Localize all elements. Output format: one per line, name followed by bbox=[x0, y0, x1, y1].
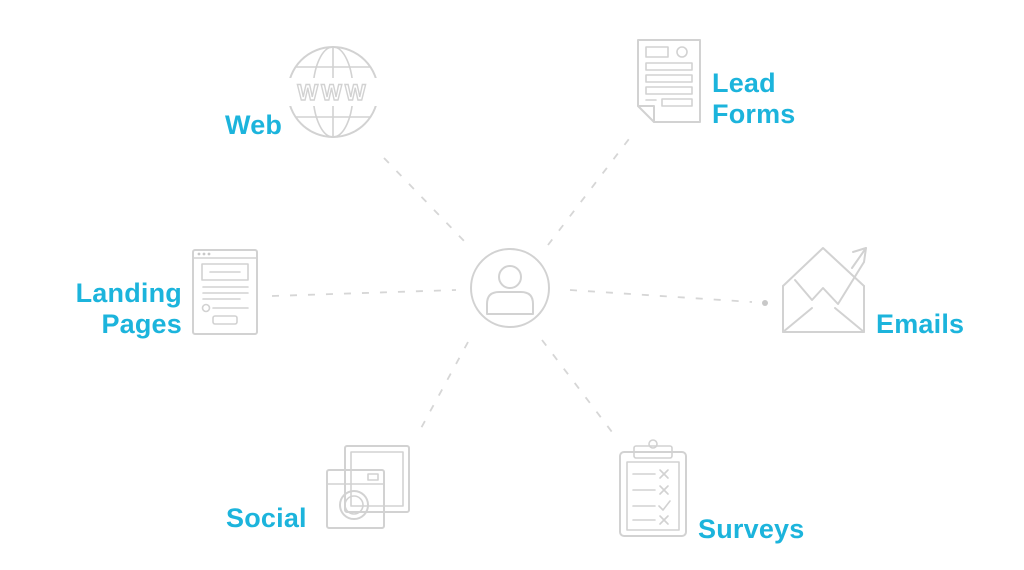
connector-landing-pages bbox=[271, 289, 457, 297]
lead-forms-label-line2: Forms bbox=[712, 99, 796, 129]
emails-label: Emails bbox=[876, 309, 965, 339]
connector-emails bbox=[569, 289, 768, 306]
www-globe-icon: WWW bbox=[283, 46, 383, 138]
email-envelope-chart-icon bbox=[782, 247, 867, 333]
lead-form-document-icon bbox=[637, 39, 701, 123]
connector-lead-forms bbox=[547, 134, 633, 246]
landing-pages-label-line1: Landing bbox=[75, 278, 182, 308]
social-label: Social bbox=[226, 503, 307, 533]
connector-surveys bbox=[541, 339, 613, 433]
svg-text:WWW: WWW bbox=[297, 80, 368, 105]
connector-web bbox=[383, 157, 467, 244]
lead-forms-label-line1: Lead bbox=[712, 68, 776, 98]
landing-page-window-icon bbox=[192, 249, 258, 335]
landing-pages-label-line2: Pages bbox=[101, 309, 182, 339]
survey-clipboard-icon bbox=[619, 439, 687, 537]
user-avatar-icon bbox=[470, 248, 550, 328]
landing-pages-label: Landing Pages bbox=[58, 278, 182, 340]
lead-forms-label: Lead Forms bbox=[712, 68, 796, 130]
photo-camera-icon bbox=[326, 445, 410, 529]
surveys-label: Surveys bbox=[698, 514, 805, 544]
connector-endpoint-dot bbox=[762, 300, 768, 306]
connector-social bbox=[419, 341, 469, 431]
web-label: Web bbox=[225, 110, 283, 140]
